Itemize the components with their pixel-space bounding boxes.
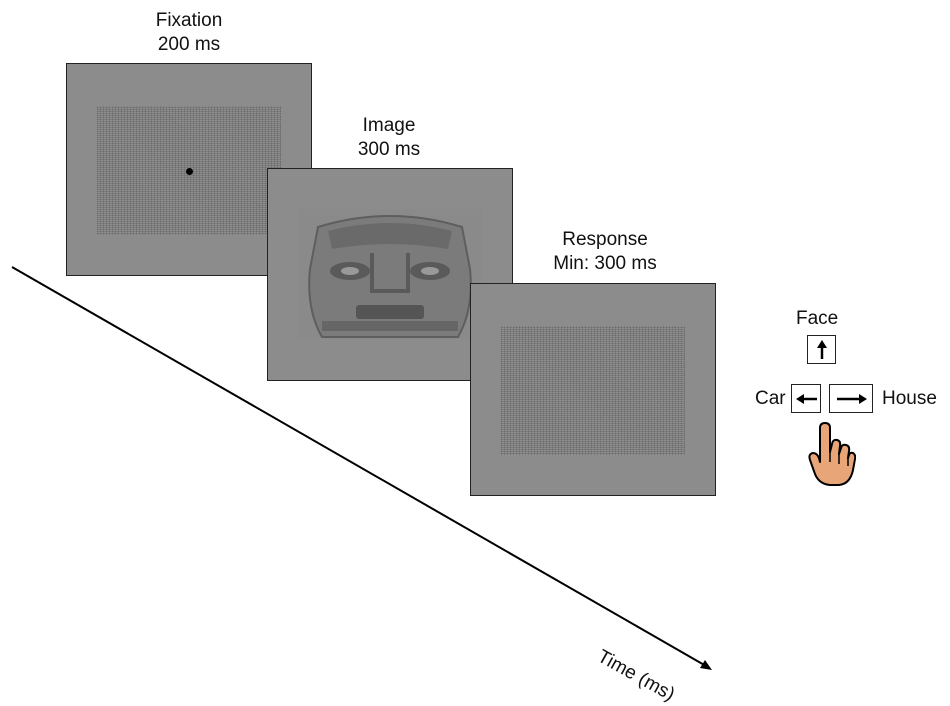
response-noise-patch [501, 326, 685, 455]
response-duration: Min: 300 ms [553, 253, 657, 274]
left-key [791, 384, 821, 413]
house-key-label: House [882, 388, 937, 409]
image-duration: 300 ms [357, 139, 421, 160]
fixation-dot-icon [186, 168, 193, 175]
response-label: Response Min: 300 ms [505, 228, 705, 276]
image-screen [267, 168, 513, 381]
car-key-label: Car [755, 388, 786, 409]
fixation-duration: 200 ms [157, 34, 221, 55]
time-axis [11, 266, 712, 670]
response-screen [470, 283, 716, 496]
left-arrow-icon [796, 394, 817, 404]
fixation-stage-name: Fixation [155, 10, 223, 31]
image-stage-name: Image [362, 115, 416, 136]
right-key [829, 384, 873, 413]
hand-pointer-icon [808, 422, 856, 486]
up-key [807, 335, 836, 364]
fixation-noise-patch [97, 106, 281, 235]
response-stage-name: Response [562, 229, 648, 250]
face-image-icon [298, 209, 482, 339]
right-arrow-icon [837, 394, 867, 404]
fixation-label: Fixation 200 ms [89, 9, 289, 57]
face-key-label: Face [796, 308, 839, 329]
image-label: Image 300 ms [289, 114, 489, 162]
up-arrow-icon [817, 340, 827, 359]
